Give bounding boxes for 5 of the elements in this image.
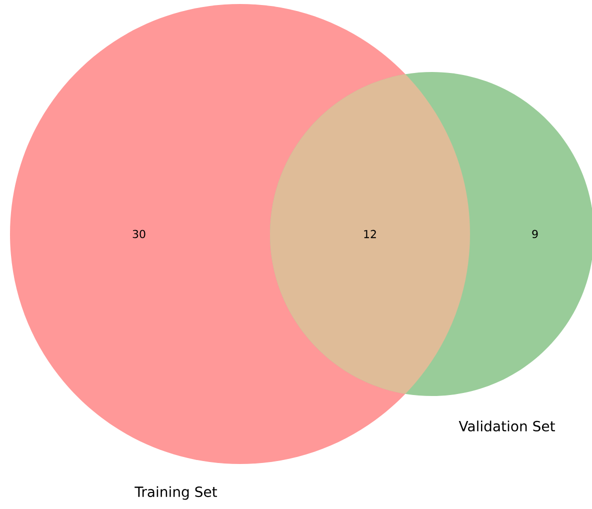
region-count: 30 bbox=[132, 230, 146, 238]
region-count: 12 bbox=[364, 230, 376, 238]
set-label: Training Set bbox=[134, 486, 218, 500]
region-count: 9 bbox=[532, 230, 538, 238]
set-label: Validation Set bbox=[458, 420, 555, 432]
